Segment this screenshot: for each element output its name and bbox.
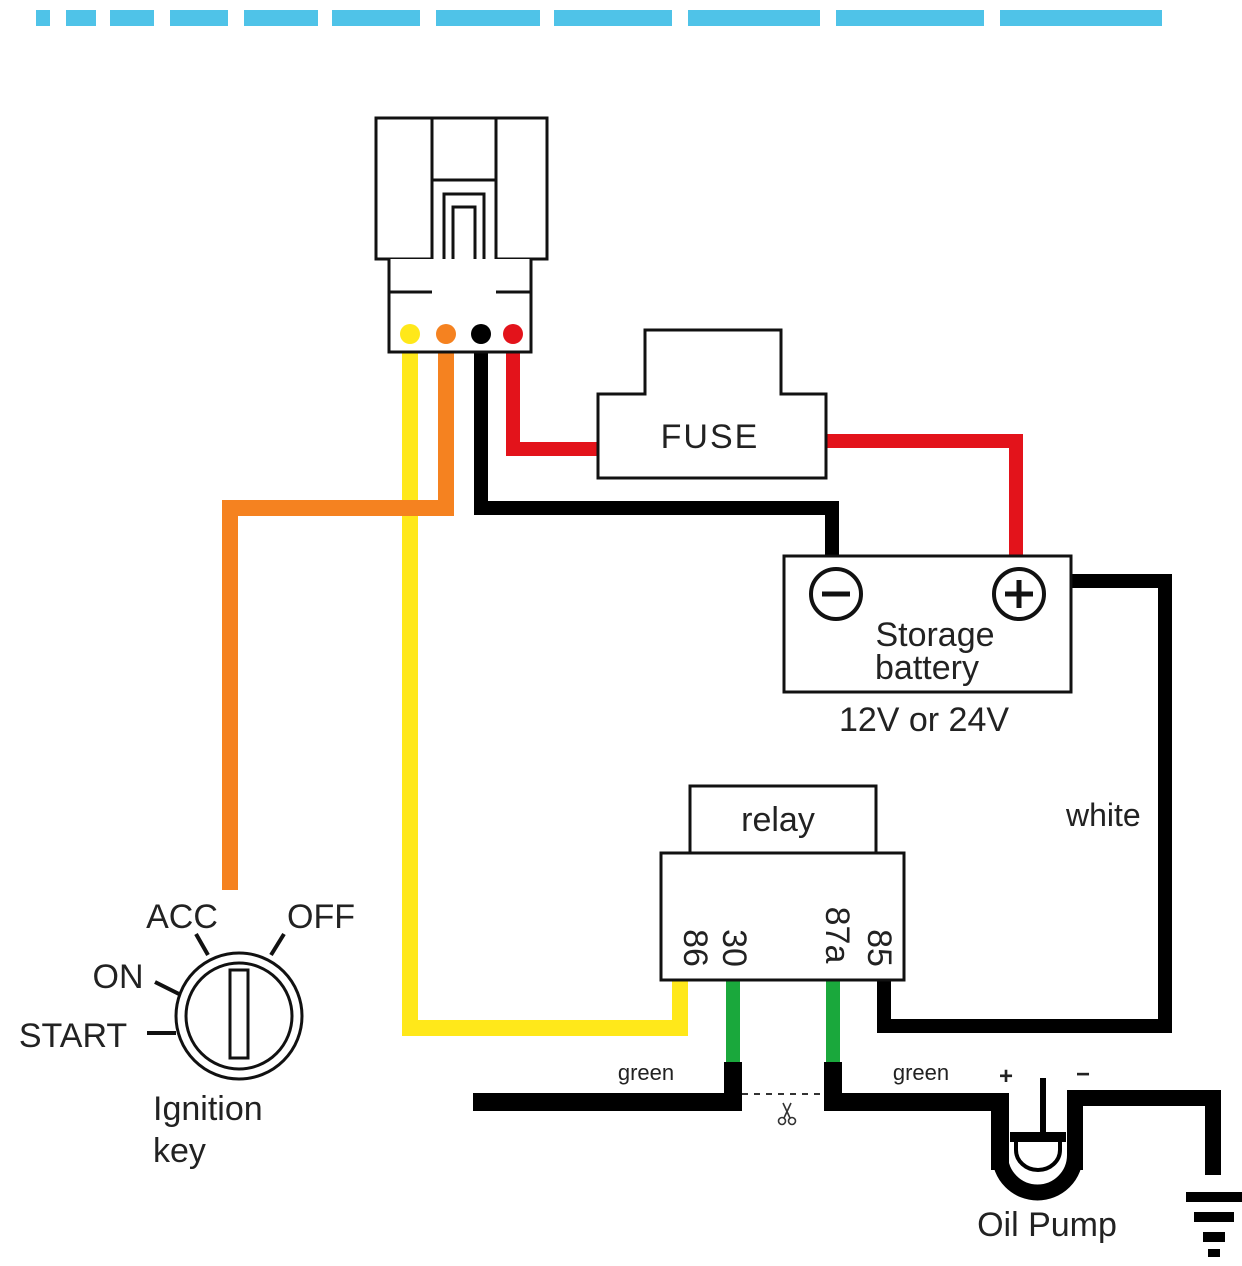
relay-label: relay	[741, 801, 815, 839]
black-ground-wire	[474, 345, 839, 556]
red-wire-to-battery	[826, 434, 1023, 556]
ignition-acc-label: ACC	[146, 898, 218, 936]
battery-label-line2: battery	[875, 649, 979, 687]
oil-pump-label: Oil Pump	[977, 1206, 1117, 1244]
relay-body	[659, 851, 906, 982]
fuse-body	[596, 328, 828, 480]
orange-wire	[222, 345, 454, 890]
red-wire-to-fuse	[506, 345, 600, 456]
battery-label-line1: Storage	[875, 616, 994, 654]
fuse-label: FUSE	[661, 418, 760, 456]
pump-plus-label: +	[999, 1063, 1013, 1090]
minus-circle-icon	[809, 567, 863, 621]
tracker-device	[374, 116, 549, 354]
oil-pump	[992, 1078, 1083, 1201]
oil-line-right	[824, 1062, 1009, 1170]
relay-pin-30: 30	[715, 929, 753, 967]
pin-orange-dot	[436, 324, 456, 344]
header-dash-bar	[36, 10, 1162, 26]
ignition-off-label: OFF	[287, 898, 355, 936]
ground-icon	[1186, 1192, 1242, 1257]
pin-red-dot	[503, 324, 523, 344]
ignition-label-line2: key	[153, 1132, 206, 1170]
relay-cap	[688, 784, 878, 856]
green-label-left: green	[618, 1060, 674, 1085]
ignition-start-label: START	[19, 1017, 127, 1055]
white-wire	[877, 574, 1172, 1033]
oil-line-left	[473, 1062, 742, 1111]
relay-pin-87a: 87a	[818, 907, 856, 964]
battery-voltage-label: 12V or 24V	[839, 701, 1009, 739]
white-wire-label: white	[1065, 797, 1141, 833]
pin-black-dot	[471, 324, 491, 344]
green-label-right: green	[893, 1060, 949, 1085]
ignition-label-line1: Ignition	[153, 1090, 263, 1128]
pump-minus-label: −	[1076, 1061, 1090, 1088]
pin-yellow-dot	[400, 324, 420, 344]
relay-pin-86: 86	[676, 929, 714, 967]
yellow-wire	[402, 345, 688, 1036]
ignition-switch	[147, 932, 304, 1081]
relay-pin-85: 85	[860, 929, 898, 967]
pump-to-ground-line	[1067, 1090, 1221, 1175]
plus-circle-icon	[992, 567, 1046, 621]
scissors-icon	[777, 1102, 797, 1126]
ignition-on-label: ON	[93, 958, 144, 996]
